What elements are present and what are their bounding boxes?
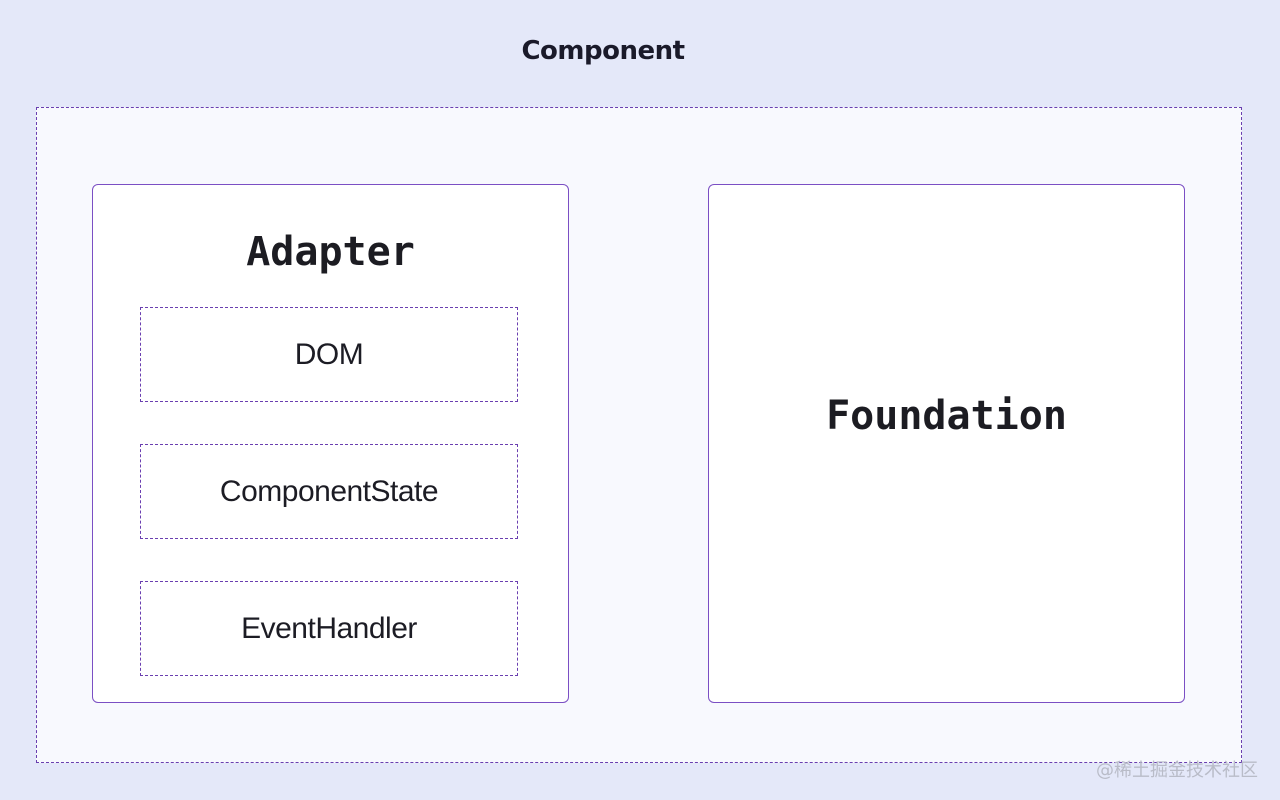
adapter-item-component-state: ComponentState	[140, 444, 518, 539]
adapter-title: Adapter	[246, 229, 415, 275]
adapter-item-dom: DOM	[140, 307, 518, 402]
watermark: @稀土掘金技术社区	[1096, 760, 1258, 781]
foundation-title: Foundation	[826, 393, 1067, 439]
diagram-title: Component	[521, 36, 685, 66]
adapter-item-event-handler: EventHandler	[140, 581, 518, 676]
foundation-box: Foundation	[708, 184, 1185, 703]
